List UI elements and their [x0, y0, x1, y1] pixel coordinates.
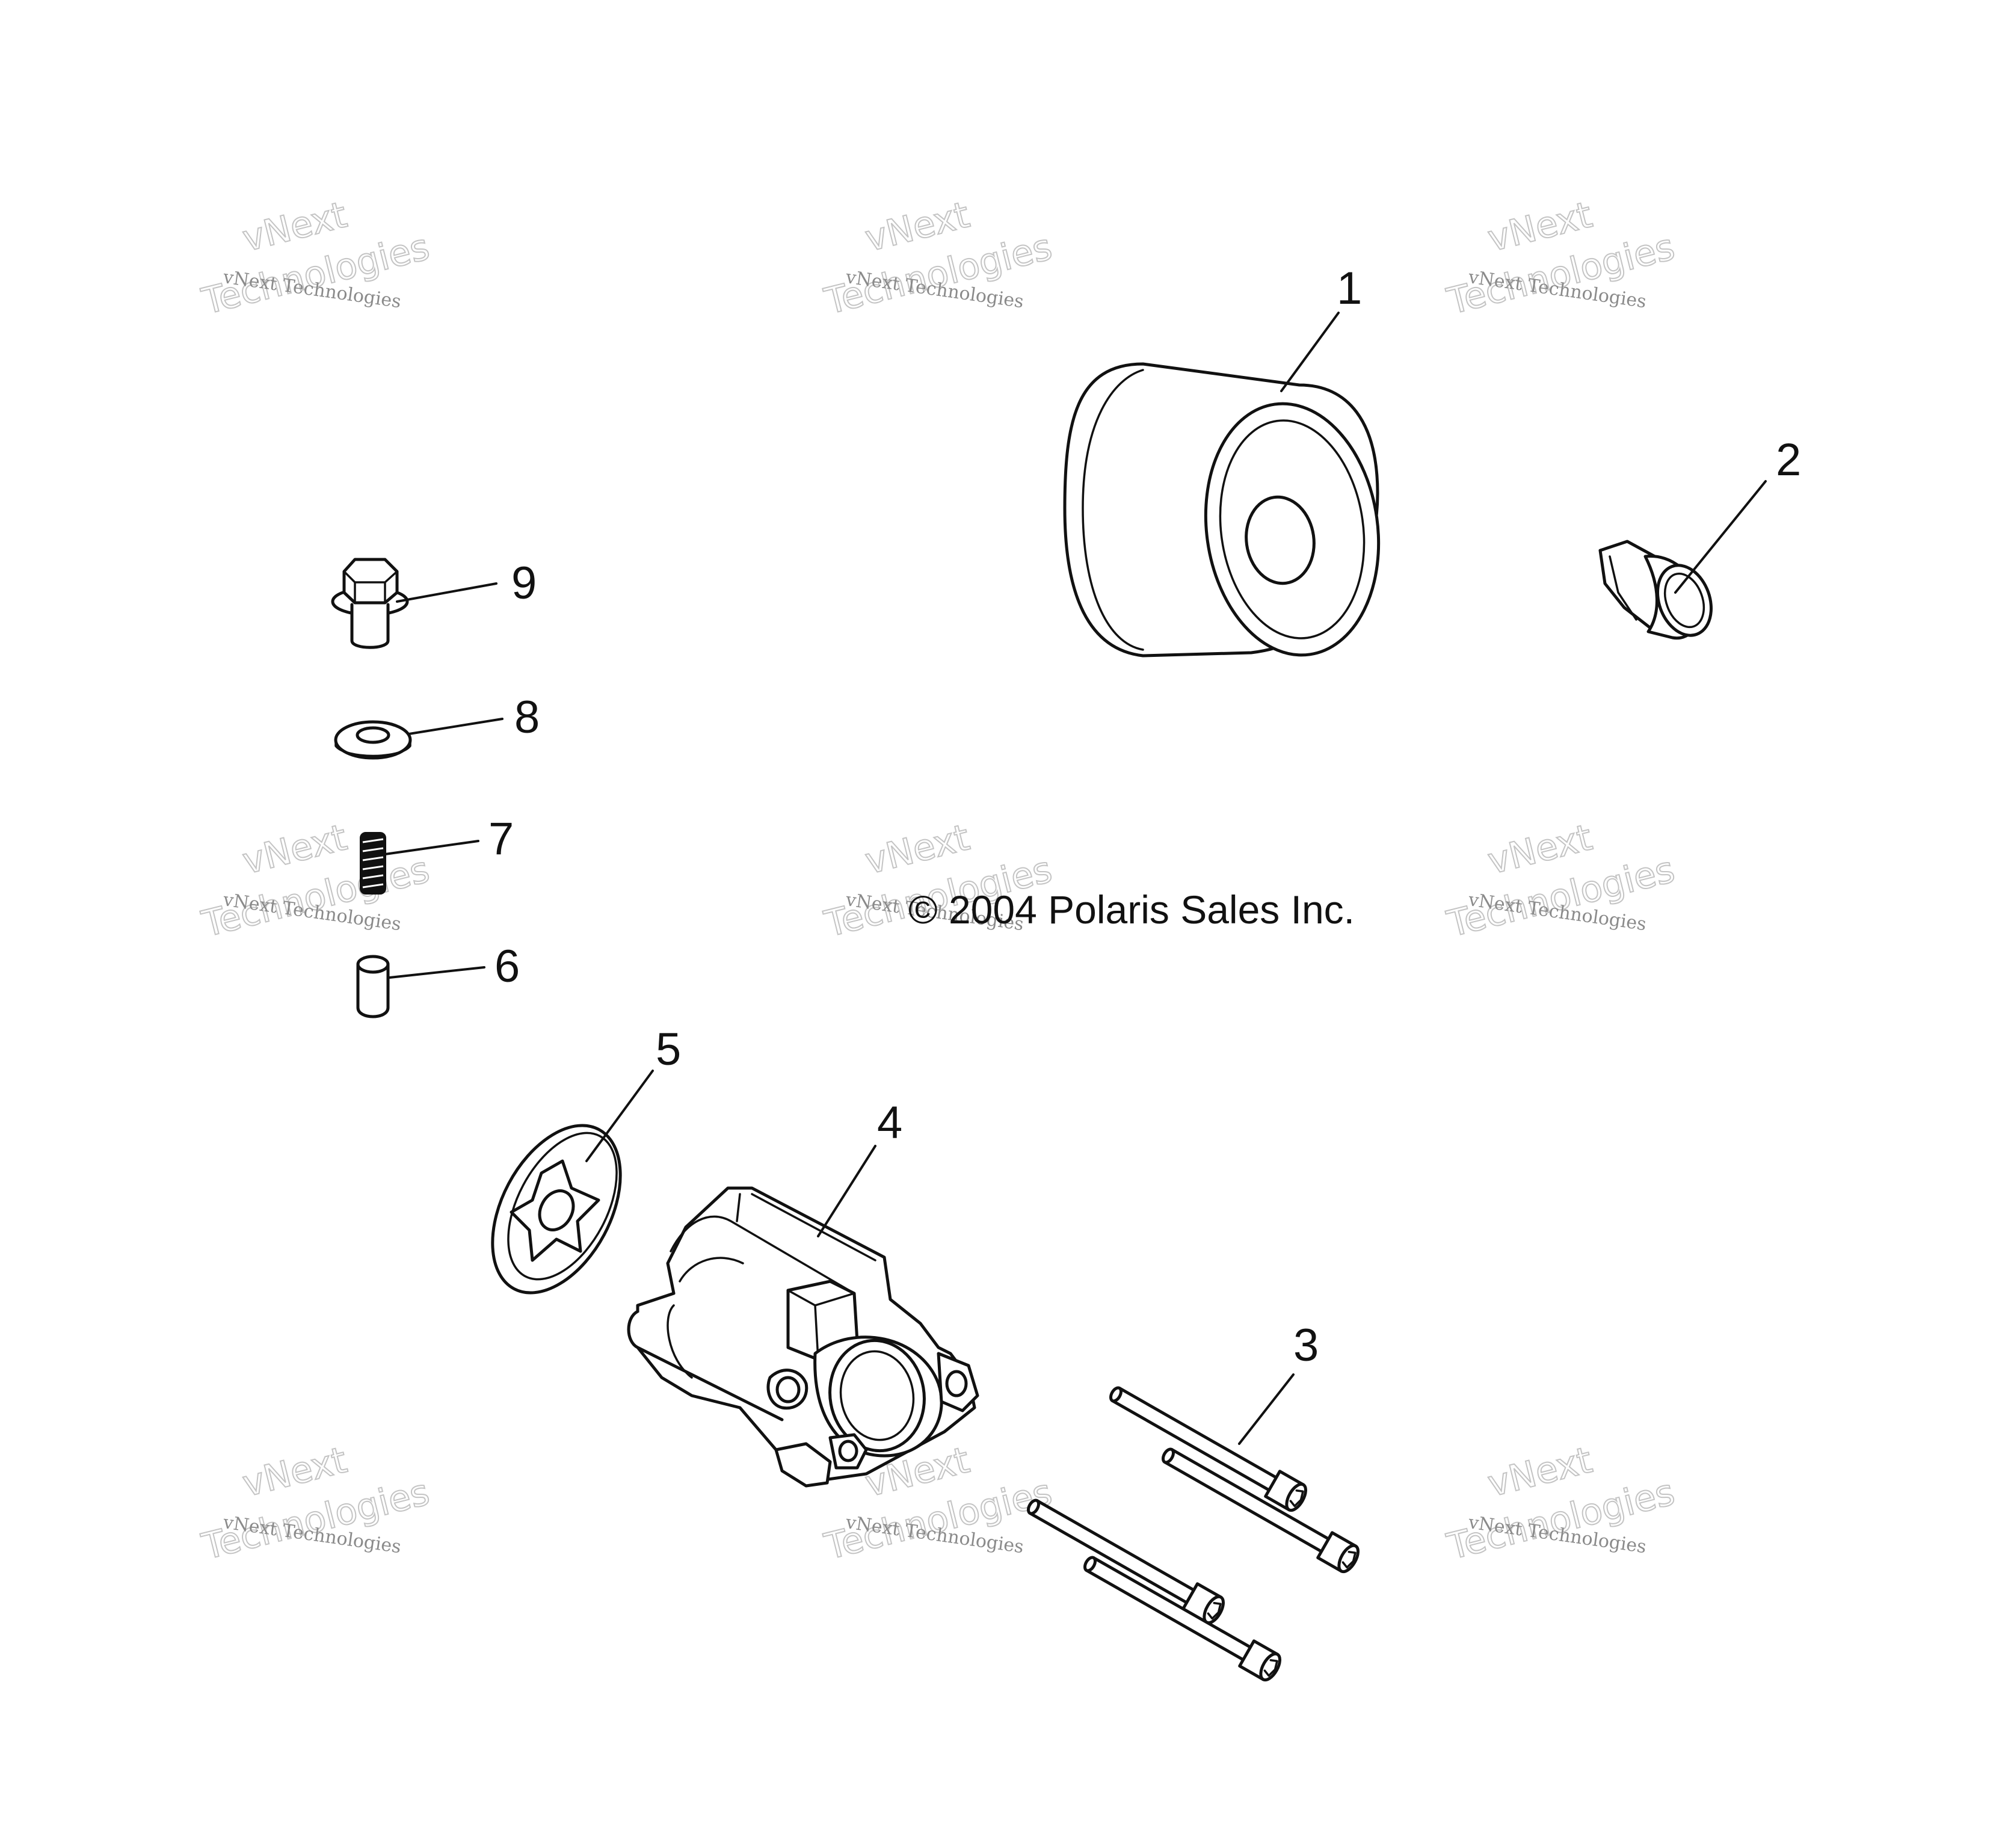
callout-7: 7: [488, 813, 514, 864]
washer-part: [334, 720, 412, 760]
leader-9: [396, 582, 497, 603]
leader-4: [817, 1145, 876, 1237]
callout-labels: 1 2 3 4 5 6 7 8 9: [488, 263, 1801, 1371]
leader-8: [408, 718, 504, 735]
callout-1: 1: [1337, 263, 1362, 314]
dowel-pin-part: [356, 955, 390, 1018]
filter-fitting-part: [1598, 540, 1713, 640]
callout-4: 4: [877, 1097, 902, 1148]
leader-1: [1280, 312, 1340, 392]
callout-6: 6: [494, 941, 520, 992]
callout-3: 3: [1293, 1320, 1319, 1371]
set-screw-part: [360, 832, 386, 895]
leader-7: [384, 840, 479, 855]
copyright-notice: © 2004 Polaris Sales Inc.: [908, 887, 1355, 932]
callout-2: 2: [1776, 434, 1801, 485]
leader-2: [1674, 480, 1767, 594]
flange-bolt-part: [331, 558, 409, 649]
leader-6: [389, 966, 485, 979]
leader-lines: [384, 312, 1767, 1445]
oil-filter-part: [1063, 362, 1381, 658]
leader-5: [585, 1070, 654, 1162]
pump-bolts-part: [1026, 1386, 1360, 1682]
pump-rotor-part: [491, 1124, 622, 1295]
oil-pump-housing-part: [627, 1186, 979, 1488]
callout-5: 5: [656, 1024, 681, 1075]
callout-8: 8: [514, 692, 540, 743]
callout-9: 9: [511, 558, 537, 609]
leader-3: [1238, 1373, 1295, 1445]
